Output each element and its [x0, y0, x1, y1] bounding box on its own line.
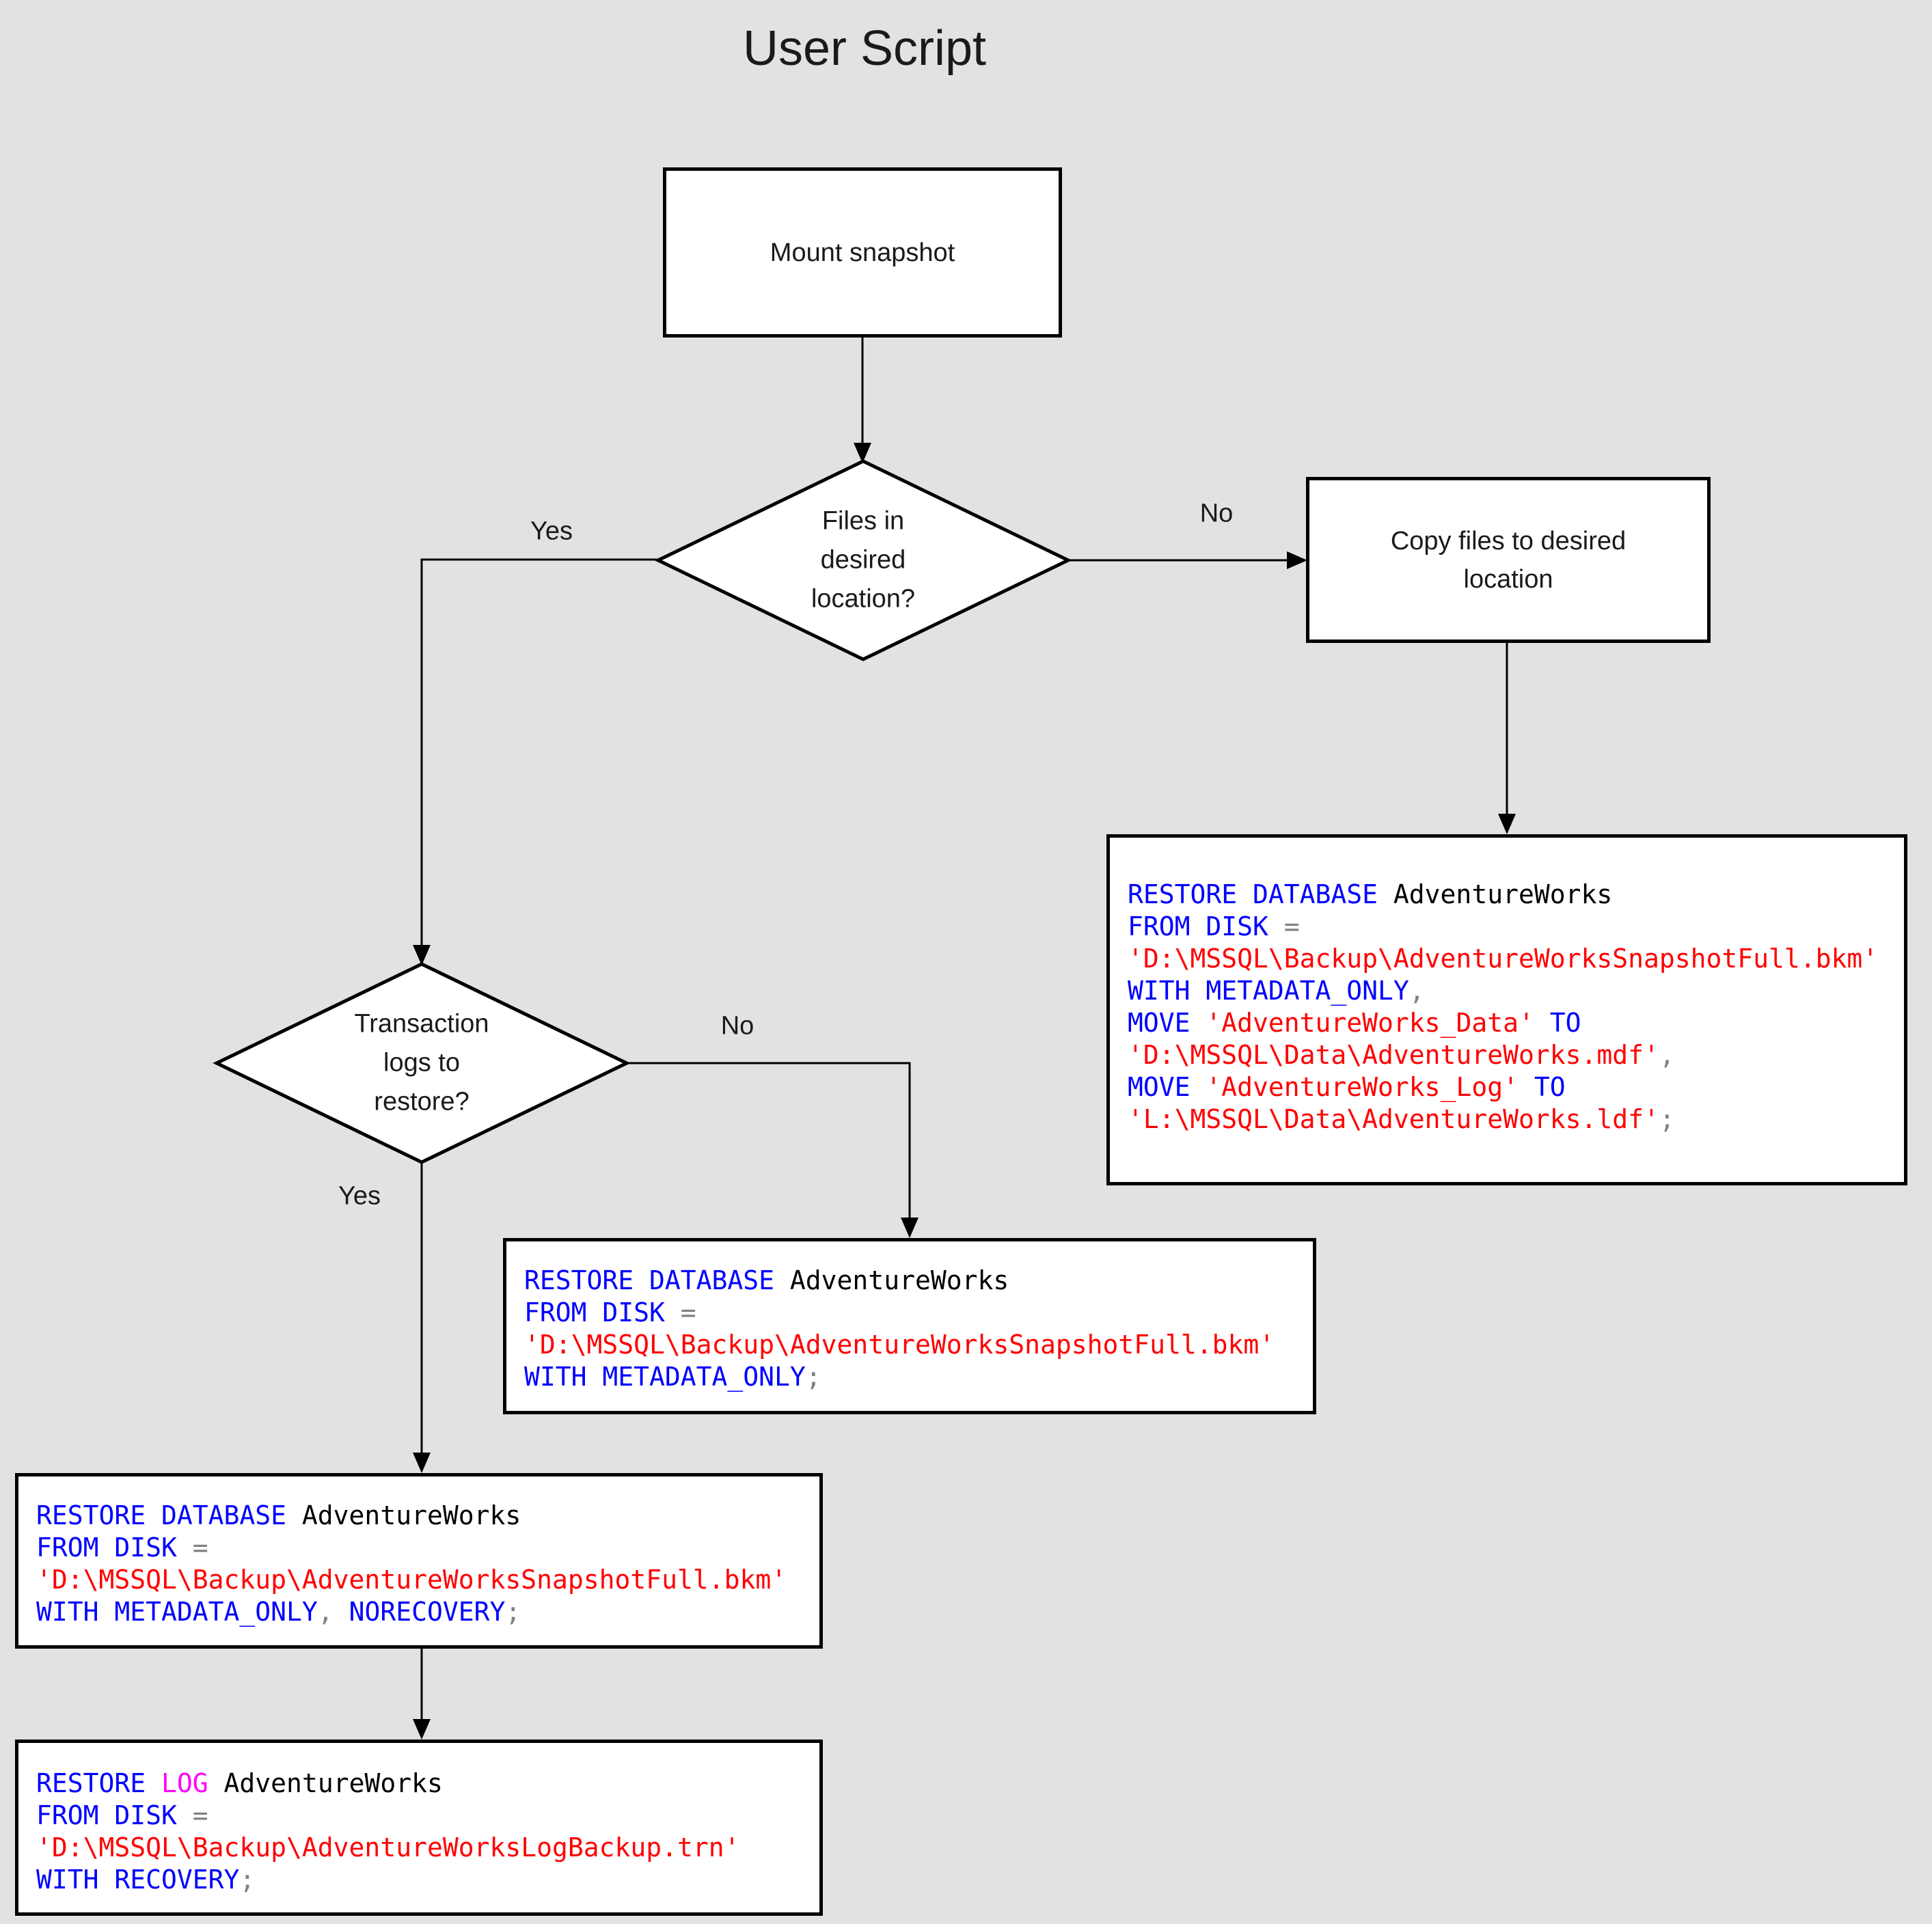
code-token: RESTORE DATABASE: [1128, 879, 1378, 909]
code-token: WITH METADATA_ONLY: [1128, 976, 1409, 1006]
code-token: 'D:\MSSQL\Backup\AdventureWorksSnapshotF…: [524, 1330, 1275, 1360]
code-token: NORECOVERY: [333, 1597, 506, 1627]
connector-files-yes: [420, 558, 658, 946]
connector-logs-no: [627, 1062, 911, 1219]
arrowhead-down-icon: [901, 1218, 919, 1238]
code-line: 'D:\MSSQL\Backup\AdventureWorksSnapshotF…: [524, 1329, 1295, 1361]
arrowhead-right-icon: [1287, 551, 1307, 569]
code-token: 'L:\MSSQL\Data\AdventureWorks.ldf': [1128, 1104, 1659, 1134]
arrowhead-down-icon: [413, 1719, 431, 1740]
code-token: ,: [317, 1597, 334, 1627]
code-token: ;: [239, 1865, 256, 1895]
decision-diamond-transaction-logs-to-restore: [213, 962, 631, 1164]
node-label-line: desired: [820, 545, 906, 575]
code-line: RESTORE DATABASE AdventureWorks: [36, 1500, 802, 1532]
code-token: LOG: [161, 1768, 208, 1798]
arrowhead-down-icon: [413, 945, 431, 965]
node-label: Mount snapshot: [770, 238, 955, 267]
node-label-line: restore?: [374, 1087, 470, 1116]
code-line: WITH RECOVERY;: [36, 1864, 802, 1896]
code-line: 'D:\MSSQL\Backup\AdventureWorksSnapshotF…: [1128, 943, 1886, 975]
code-line: 'D:\MSSQL\Backup\AdventureWorksSnapshotF…: [36, 1564, 802, 1596]
node-label-line: Files in: [821, 506, 905, 536]
code-line: 'D:\MSSQL\Data\AdventureWorks.mdf',: [1128, 1039, 1886, 1071]
process-box-copy-files: Copy files to desired location: [1306, 477, 1711, 643]
decision-label-files: Files in desired location?: [811, 502, 915, 619]
code-token: RESTORE: [36, 1768, 162, 1798]
code-line: FROM DISK =: [1128, 911, 1886, 943]
code-token: 'AdventureWorks_Data': [1190, 1008, 1534, 1038]
code-token: TO: [1534, 1008, 1581, 1038]
code-line: FROM DISK =: [36, 1532, 802, 1564]
code-token: RESTORE DATABASE: [524, 1265, 775, 1295]
page-title: User Script: [742, 21, 987, 76]
code-token: 'D:\MSSQL\Backup\AdventureWorksLogBackup…: [36, 1832, 740, 1863]
code-token: WITH METADATA_ONLY: [36, 1597, 318, 1627]
code-line: FROM DISK =: [524, 1297, 1295, 1329]
code-token: 'D:\MSSQL\Backup\AdventureWorksSnapshotF…: [36, 1565, 787, 1595]
code-token: WITH RECOVERY: [36, 1865, 240, 1895]
code-token: ;: [1659, 1104, 1675, 1134]
edge-label-files-no: No: [1199, 499, 1234, 528]
code-line: MOVE 'AdventureWorks_Data' TO: [1128, 1007, 1886, 1039]
code-token: ,: [1659, 1040, 1675, 1070]
code-token: ;: [505, 1597, 521, 1627]
edge-label-files-yes: Yes: [530, 517, 573, 546]
node-label-line: logs to: [383, 1048, 460, 1077]
code-line: WITH METADATA_ONLY, NORECOVERY;: [36, 1596, 802, 1628]
decision-diamond-files-in-desired-location: [654, 459, 1072, 661]
code-token: FROM DISK: [524, 1297, 665, 1328]
code-line: RESTORE LOG AdventureWorks: [36, 1768, 802, 1800]
code-line: 'L:\MSSQL\Data\AdventureWorks.ldf';: [1128, 1103, 1886, 1136]
code-token: MOVE: [1128, 1072, 1191, 1102]
code-token: =: [176, 1533, 208, 1563]
code-token: 'D:\MSSQL\Backup\AdventureWorksSnapshotF…: [1128, 944, 1879, 974]
code-token: 'D:\MSSQL\Data\AdventureWorks.mdf': [1128, 1040, 1659, 1070]
code-line: RESTORE DATABASE AdventureWorks: [524, 1265, 1295, 1297]
arrowhead-down-icon: [1498, 814, 1516, 834]
code-token: =: [1268, 911, 1300, 942]
code-token: 'AdventureWorks_Log': [1190, 1072, 1519, 1102]
decision-label-logs: Transaction logs to restore?: [354, 1005, 489, 1122]
node-label-line: location?: [811, 584, 916, 614]
code-token: MOVE: [1128, 1008, 1191, 1038]
code-line: MOVE 'AdventureWorks_Log' TO: [1128, 1071, 1886, 1103]
code-line: WITH METADATA_ONLY,: [1128, 975, 1886, 1007]
code-line: WITH METADATA_ONLY;: [524, 1361, 1295, 1393]
process-box-mount-snapshot: Mount snapshot: [663, 167, 1062, 338]
edge-label-logs-yes: Yes: [338, 1181, 381, 1211]
code-token: ;: [805, 1362, 821, 1392]
arrowhead-down-icon: [854, 443, 871, 463]
node-label-line: Transaction: [354, 1009, 489, 1039]
code-token: =: [176, 1800, 208, 1830]
arrowhead-down-icon: [413, 1453, 431, 1473]
code-token: AdventureWorks: [208, 1768, 443, 1798]
code-token: FROM DISK: [36, 1533, 177, 1563]
code-line: RESTORE DATABASE AdventureWorks: [1128, 879, 1886, 911]
code-token: FROM DISK: [1128, 911, 1268, 942]
code-line: FROM DISK =: [36, 1800, 802, 1832]
code-token: AdventureWorks: [286, 1500, 521, 1530]
code-token: RESTORE DATABASE: [36, 1500, 287, 1530]
code-token: =: [664, 1297, 696, 1328]
code-line: 'D:\MSSQL\Backup\AdventureWorksLogBackup…: [36, 1832, 802, 1864]
code-token: FROM DISK: [36, 1800, 177, 1830]
code-token: WITH METADATA_ONLY: [524, 1362, 806, 1392]
node-label-line: Copy files to desired: [1390, 526, 1627, 555]
code-token: AdventureWorks: [1378, 879, 1613, 909]
node-label-line: location: [1463, 564, 1553, 594]
code-token: ,: [1409, 976, 1425, 1006]
edge-label-logs-no: No: [720, 1011, 754, 1041]
code-token: TO: [1518, 1072, 1566, 1102]
code-token: AdventureWorks: [774, 1265, 1009, 1295]
